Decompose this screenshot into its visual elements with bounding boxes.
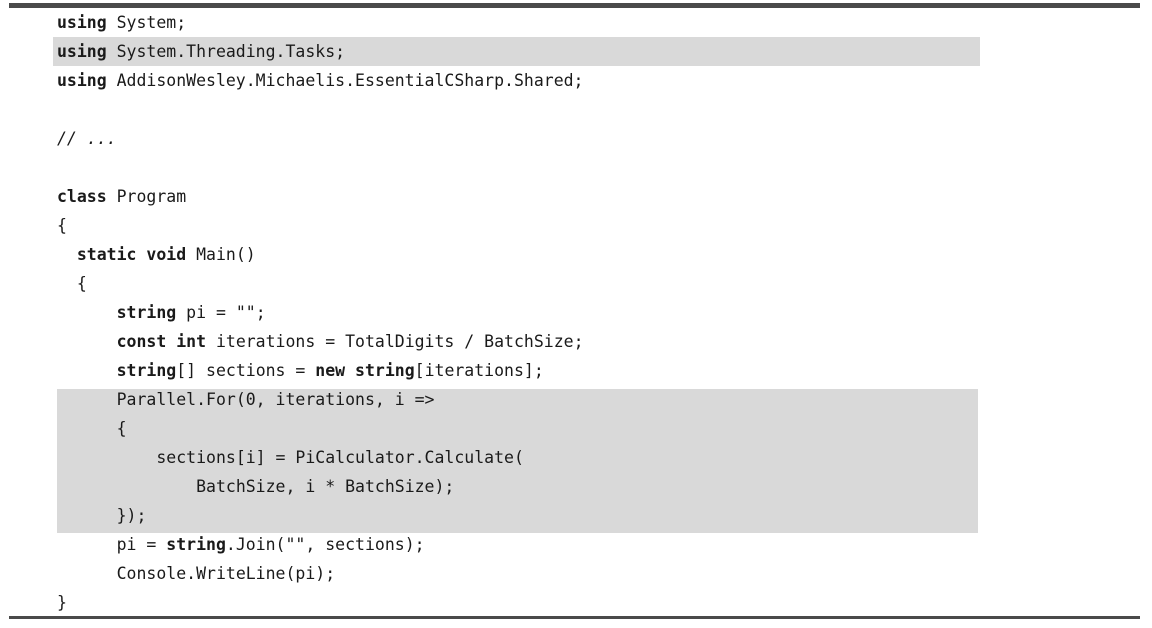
code-text: pi = ""; <box>176 303 266 322</box>
code-keyword: using <box>57 42 107 61</box>
code-text: Console.WriteLine(pi); <box>116 564 336 583</box>
code-line: Parallel.For(0, iterations, i => <box>57 385 1117 414</box>
code-block: using System;using System.Threading.Task… <box>57 8 1117 617</box>
listing-top-rule <box>9 3 1140 8</box>
code-text: [] sections = <box>176 361 316 380</box>
code-line: // ... <box>57 124 1117 153</box>
code-line: { <box>57 211 1117 240</box>
code-keyword: const int <box>116 332 207 351</box>
highlight-using-tasks <box>53 37 980 66</box>
code-line: pi = string.Join("", sections); <box>57 530 1117 559</box>
code-line: { <box>57 269 1117 298</box>
code-keyword: string <box>116 361 177 380</box>
code-line: }); <box>57 501 1117 530</box>
code-text: pi = <box>116 535 167 554</box>
code-line <box>57 95 1117 124</box>
code-text: Program <box>106 187 187 206</box>
code-line: using AddisonWesley.Michaelis.EssentialC… <box>57 66 1117 95</box>
code-line: string pi = ""; <box>57 298 1117 327</box>
code-text: AddisonWesley.Michaelis.EssentialCSharp.… <box>106 71 584 90</box>
code-text: System.Threading.Tasks; <box>106 42 346 61</box>
code-text: sections[i] = PiCalculator.Calculate( <box>156 448 524 467</box>
code-line: const int iterations = TotalDigits / Bat… <box>57 327 1117 356</box>
code-line <box>57 153 1117 182</box>
code-text: .Join("", sections); <box>225 535 425 554</box>
code-line: BatchSize, i * BatchSize); <box>57 472 1117 501</box>
code-line: using System.Threading.Tasks; <box>57 37 1117 66</box>
code-line: sections[i] = PiCalculator.Calculate( <box>57 443 1117 472</box>
code-text: { <box>76 274 87 293</box>
code-text: Main() <box>186 245 256 264</box>
code-keyword: static void <box>76 245 187 264</box>
code-keyword: string <box>166 535 226 554</box>
code-line: static void Main() <box>57 240 1117 269</box>
code-keyword: class <box>57 187 107 206</box>
code-line: string[] sections = new string[iteration… <box>57 356 1117 385</box>
code-line: { <box>57 414 1117 443</box>
code-comment: // ... <box>57 129 117 148</box>
code-text: [iterations]; <box>414 361 544 380</box>
code-text: iterations = TotalDigits / BatchSize; <box>206 332 584 351</box>
code-text: System; <box>106 13 187 32</box>
code-text: }); <box>116 506 147 525</box>
code-text: { <box>57 216 67 235</box>
code-text: { <box>116 419 127 438</box>
highlight-parallel-for-block <box>57 389 978 533</box>
code-line: using System; <box>57 8 1117 37</box>
code-keyword: using <box>57 13 107 32</box>
code-line: class Program <box>57 182 1117 211</box>
code-keyword: string <box>116 303 177 322</box>
code-line: } <box>57 588 1117 617</box>
code-keyword: new string <box>315 361 415 380</box>
listing-bottom-rule <box>9 616 1140 619</box>
code-text: Parallel.For(0, iterations, i => <box>116 390 435 409</box>
code-text: BatchSize, i * BatchSize); <box>196 477 455 496</box>
code-keyword: using <box>57 71 107 90</box>
code-line: Console.WriteLine(pi); <box>57 559 1117 588</box>
code-text: } <box>57 593 67 612</box>
